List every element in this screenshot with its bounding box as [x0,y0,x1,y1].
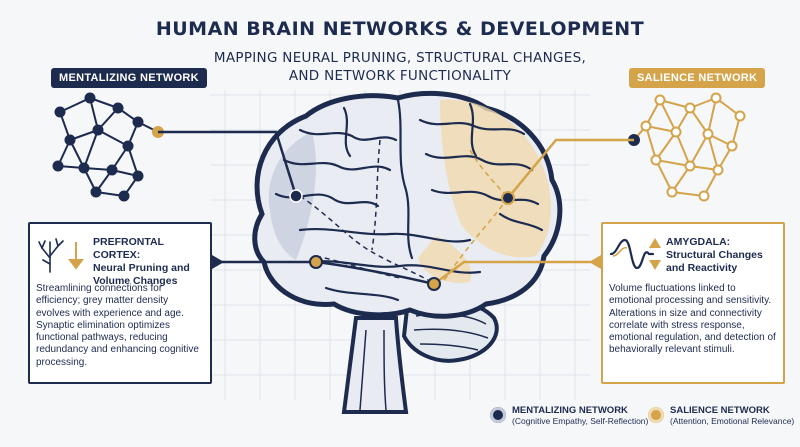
amygdala-panel: AMYGDALA: Structural Changes and Reactiv… [601,222,785,384]
page-subtitle-line1: MAPPING NEURAL PRUNING, STRUCTURAL CHANG… [213,50,587,66]
prefrontal-cortex-panel: PREFRONTAL CORTEX: Neural Pruning and Vo… [28,222,212,384]
salience-network-graph [628,92,746,202]
mentalizing-legend-swatch [490,407,506,423]
pruning-tree-icon [38,238,84,273]
page-title: HUMAN BRAIN NETWORKS & DEVELOPMENT [155,18,645,40]
mentalizing-network-graph [52,92,164,202]
brainstem [341,316,409,414]
prefrontal-cortex-heading: PREFRONTAL CORTEX: Neural Pruning and Vo… [93,236,190,287]
wave-arrows-icon [609,238,661,270]
mentalizing-network-label: MENTALIZING NETWORK [51,68,207,88]
salience-network-label: SALIENCE NETWORK [629,68,766,88]
amygdala-description: Volume fluctuations linked to emotional … [609,283,776,356]
prefrontal-cortex-description: Streamlining connections for efficiency;… [36,283,199,368]
salience-legend-swatch [648,407,664,423]
page-subtitle-line2: AND NETWORK FUNCTIONALITY [288,68,512,84]
amygdala-heading: AMYGDALA: Structural Changes and Reactiv… [666,236,763,274]
